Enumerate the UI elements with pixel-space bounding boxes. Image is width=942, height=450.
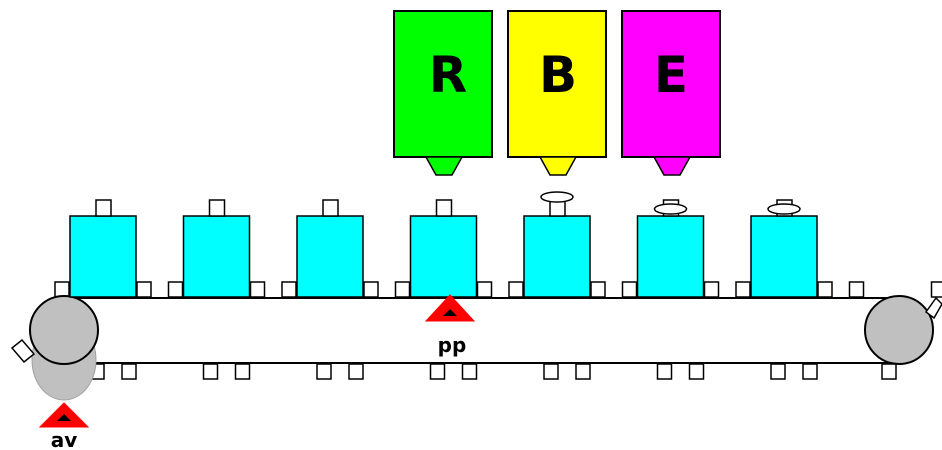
container-neck (322, 199, 339, 217)
sensor-pp[interactable]: pp (424, 294, 476, 357)
dispenser-b-body (507, 10, 607, 158)
right-roller[interactable] (864, 295, 942, 365)
sensor-av-label: av (51, 428, 78, 450)
cleat-top (703, 281, 720, 298)
cleat-bottom (121, 363, 137, 380)
containers (69, 191, 818, 298)
container-body (636, 215, 705, 298)
container-lid (540, 191, 574, 203)
container[interactable] (296, 199, 364, 298)
cleat-bottom (802, 363, 818, 380)
container-body (69, 215, 137, 298)
cleat-bottom (656, 363, 673, 380)
cleat-bottom (770, 363, 786, 380)
dispenser-e-body (621, 10, 721, 158)
sensor-av-inner (57, 414, 71, 421)
bottom-cleats (89, 363, 897, 380)
dispenser-b[interactable]: B (507, 10, 607, 176)
cleat-top (590, 281, 606, 298)
left-roller[interactable] (10, 295, 99, 401)
cleat-top (817, 281, 833, 298)
container-body (750, 215, 818, 298)
container-neck (208, 199, 226, 217)
dispenser-r-nozzle (424, 156, 464, 176)
right-roller-handle (924, 296, 942, 320)
dispenser-b-label: B (539, 46, 577, 104)
cleat-bottom (429, 363, 446, 380)
sensor-pp-label: pp (438, 333, 467, 357)
cleat-bottom (316, 363, 332, 380)
cleat-top (281, 281, 297, 298)
container-lid (767, 203, 801, 215)
cleat-top (54, 281, 70, 298)
cleat-top (735, 281, 751, 298)
left-roller-handle (10, 338, 36, 364)
cleat-top (394, 281, 411, 298)
container-neck (95, 199, 112, 217)
cleat-top (621, 281, 638, 298)
sensor-av[interactable]: av (38, 402, 90, 450)
container[interactable] (182, 199, 251, 298)
sensor-pp-inner (443, 309, 457, 316)
left-roller-wheel (29, 295, 99, 365)
dispenser-e-label: E (654, 46, 688, 104)
cleat-bottom (881, 363, 897, 380)
dispenser-r[interactable]: R (393, 10, 493, 176)
container-body (182, 215, 251, 298)
sensor-pp-marker (424, 294, 476, 322)
cleat-top (363, 281, 379, 298)
cleat-top (508, 281, 524, 298)
cleat-bottom (461, 363, 478, 380)
dispenser-e[interactable]: E (621, 10, 721, 176)
dispenser-r-label: R (429, 46, 468, 104)
right-roller-wheel (864, 295, 934, 365)
cleat-bottom (348, 363, 364, 380)
cleat-top (930, 281, 942, 298)
conveyor-belt (59, 297, 903, 364)
cleat-bottom (234, 363, 251, 380)
cleat-top (136, 281, 152, 298)
conveyor (10, 281, 942, 401)
container-lid (653, 203, 688, 215)
cleat-top (848, 281, 865, 298)
container[interactable] (69, 199, 137, 298)
container[interactable] (523, 191, 591, 298)
container-neck (435, 199, 453, 217)
container[interactable] (409, 199, 478, 298)
cleat-top (249, 281, 266, 298)
cleat-bottom (543, 363, 559, 380)
container[interactable] (636, 199, 705, 298)
container-body (409, 215, 478, 298)
cleat-bottom (575, 363, 591, 380)
container-body (296, 215, 364, 298)
container[interactable] (750, 199, 818, 298)
cleat-top (167, 281, 184, 298)
cleat-bottom (202, 363, 219, 380)
dispenser-b-nozzle (538, 156, 578, 176)
container-body (523, 215, 591, 298)
dispenser-r-body (393, 10, 493, 158)
cleat-top (476, 281, 493, 298)
top-cleats (54, 281, 942, 298)
cleat-bottom (688, 363, 705, 380)
dispenser-e-nozzle (652, 156, 692, 176)
